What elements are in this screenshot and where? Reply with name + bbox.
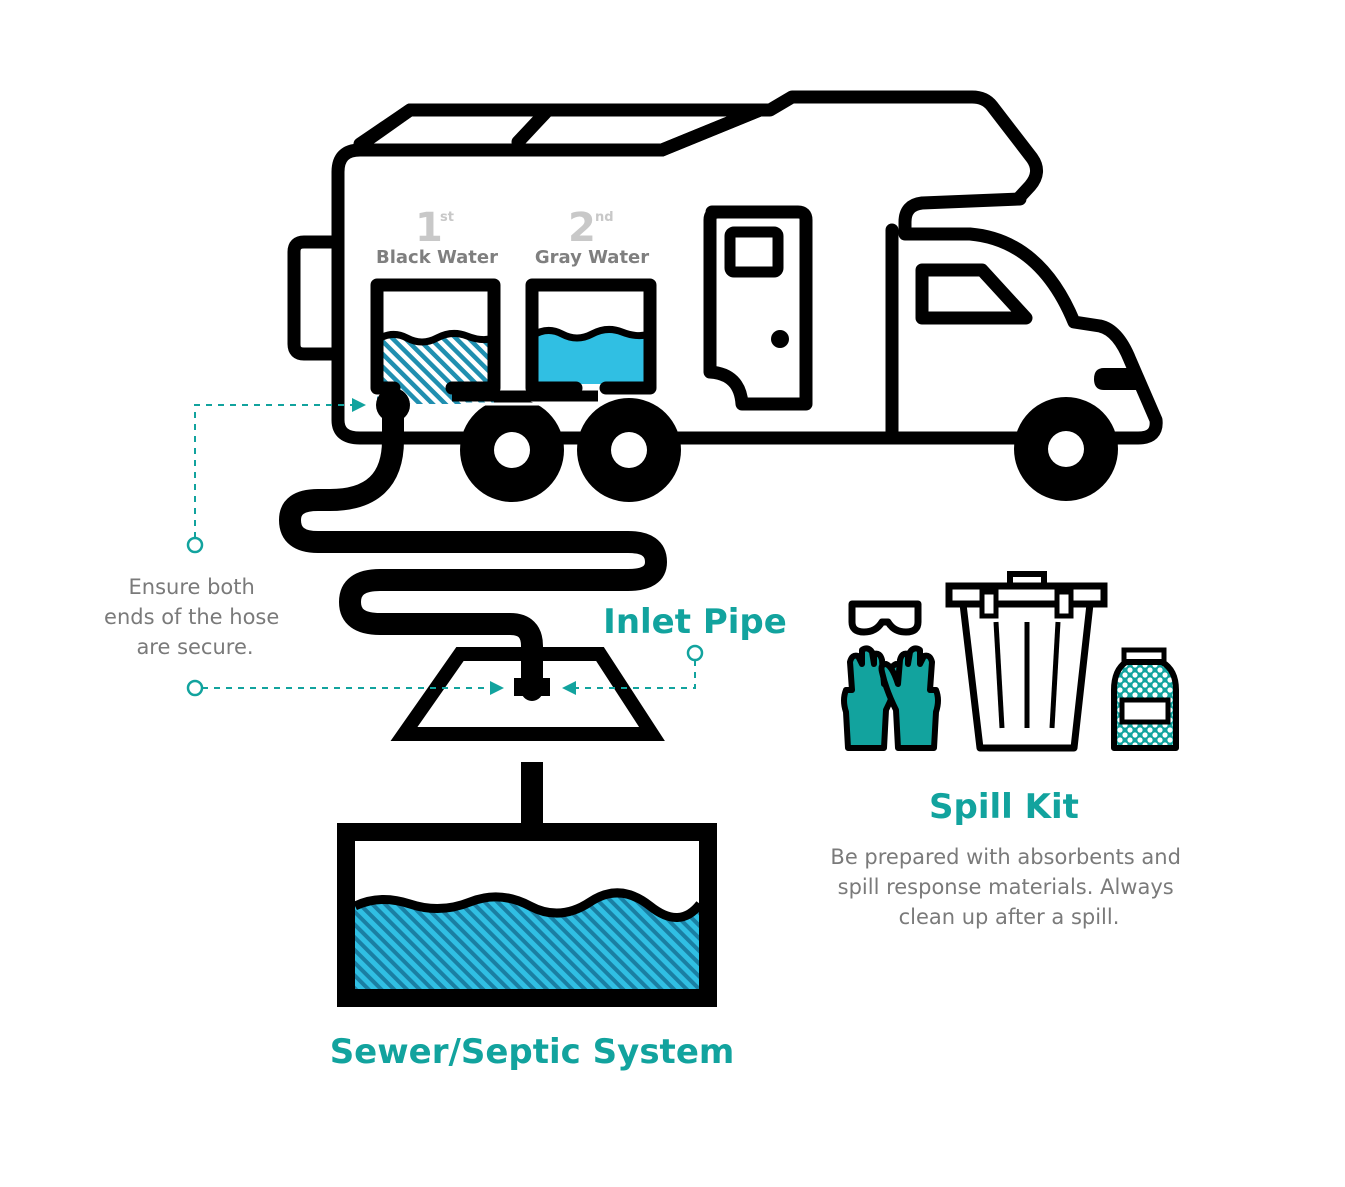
inlet-label: Inlet Pipe <box>603 602 787 642</box>
hose-note: Ensure both ends of the hose are secure. <box>104 575 286 659</box>
tank-2-number: 2 <box>568 205 596 251</box>
absorbent-bottle-icon <box>1111 647 1179 751</box>
hose-icon <box>279 388 667 701</box>
hose-callout-lines <box>186 398 504 697</box>
hose-note-line-3: are secure. <box>136 635 253 659</box>
tank-2-name: Gray Water <box>535 247 649 268</box>
spill-kit-line-1: Be prepared with absorbents and <box>830 845 1181 869</box>
spill-kit-description: Be prepared with absorbents and spill re… <box>830 845 1187 929</box>
hose-note-line-2: ends of the hose <box>104 605 279 629</box>
hose-note-line-1: Ensure both <box>128 575 254 599</box>
spill-kit-line-2: spill response materials. Always <box>838 875 1174 899</box>
tank-2-ordinal: nd <box>595 210 614 225</box>
tank-1-ordinal: st <box>440 210 454 225</box>
trash-can-icon <box>945 571 1108 752</box>
inlet-pipe-icon <box>390 647 665 830</box>
sewer-label: Sewer/Septic System <box>330 1032 735 1072</box>
rv-icon <box>287 90 1163 502</box>
tank-1-name: Black Water <box>376 247 498 268</box>
black-water-tank: 1 st Black Water <box>370 205 501 404</box>
gloves-icon <box>841 645 941 751</box>
goggles-icon <box>848 600 922 636</box>
tank-1-number: 1 <box>415 205 443 251</box>
septic-tank-icon <box>337 823 717 1007</box>
inlet-callout-line <box>562 644 704 695</box>
spill-kit-title: Spill Kit <box>929 787 1079 827</box>
gray-water-tank: 2 nd Gray Water <box>452 205 657 406</box>
spill-kit-line-3: clean up after a spill. <box>899 905 1120 929</box>
